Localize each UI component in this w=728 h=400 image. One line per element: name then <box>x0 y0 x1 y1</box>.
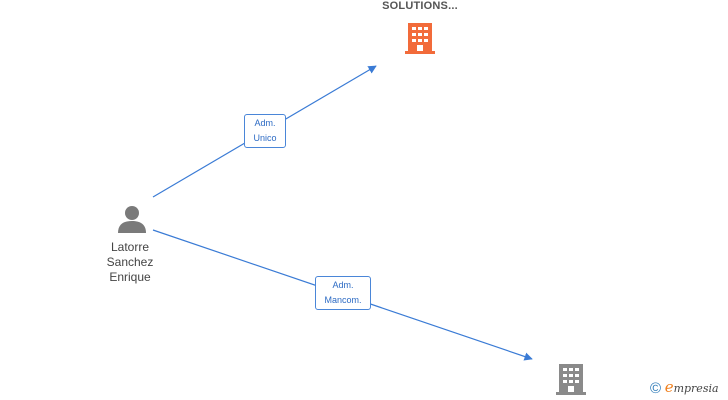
company-title-top[interactable]: SOLUTIONS... <box>382 0 458 12</box>
person-name-line: Sanchez <box>106 255 154 269</box>
building-icon[interactable] <box>404 21 436 55</box>
copyright-symbol: © <box>650 380 662 397</box>
person-name-line: Enrique <box>109 270 151 284</box>
role-label-line: Unico <box>253 133 277 143</box>
empresia-watermark: © empresia <box>650 378 719 397</box>
building-icon[interactable] <box>555 362 587 396</box>
brand-logo-text: mpresia <box>673 382 719 395</box>
person-icon[interactable] <box>117 204 147 234</box>
role-label-adm-unico[interactable]: Adm. Unico <box>244 114 286 148</box>
role-label-line: Mancom. <box>324 295 362 305</box>
brand-logo-initial: e <box>664 378 674 396</box>
person-name-line: Latorre <box>110 240 150 254</box>
role-label-line: Adm. <box>332 280 354 290</box>
role-label-adm-mancom[interactable]: Adm. Mancom. <box>315 276 371 310</box>
role-label-line: Adm. <box>254 118 276 128</box>
person-name[interactable]: Latorre Sanchez Enrique <box>90 240 170 285</box>
